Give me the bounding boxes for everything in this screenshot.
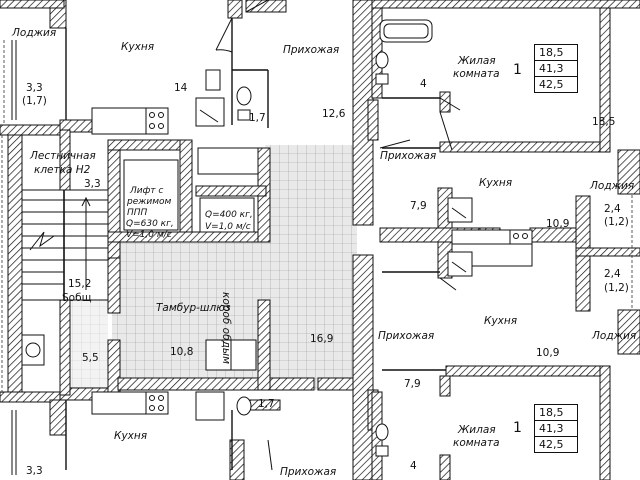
area-1-7-loggia: (1,7): [22, 95, 47, 107]
hall-label-top-left: Прихожая: [283, 44, 340, 56]
door-swings: [215, 0, 461, 471]
living-room-label-top-1: Жилая: [458, 55, 496, 67]
loggia-label-right-bottom: Лоджия: [592, 330, 637, 342]
area-14: 14: [174, 82, 188, 94]
lift1-label-1: Лифт с: [130, 186, 164, 196]
apt-top-total: 41,3: [535, 61, 577, 77]
lift2-label-1: Q=400 кг,: [205, 210, 253, 220]
loggia-label-top-left: Лоджия: [12, 27, 57, 39]
windows: [11, 40, 17, 475]
area-1-7-bottom: 1,7: [258, 398, 275, 410]
area-12-6: 12,6: [322, 108, 346, 120]
apt-bottom-living: 18,5: [535, 405, 577, 421]
kitchen-label-top-left: Кухня: [121, 41, 155, 53]
staircase: [21, 189, 109, 366]
area-1-2-a: (1,2): [604, 216, 629, 228]
area-10-9-top: 10,9: [546, 218, 570, 230]
stair-label-2: клетка Н2: [34, 164, 91, 176]
lift1-label-5: V=1,0 м/с: [126, 230, 172, 240]
living-room-label-bottom-1: Жилая: [458, 424, 496, 436]
area-10-9-bottom: 10,9: [536, 347, 560, 359]
lift-cabins: [123, 159, 255, 233]
area-2-4-b: 2,4: [604, 268, 621, 280]
area-5-5: 5,5: [82, 352, 99, 364]
bath-fixtures: [197, 19, 433, 457]
kitchen-counters: [91, 97, 533, 421]
area-4-top: 4: [420, 78, 427, 90]
living-room-label-top-2: комната: [453, 68, 500, 80]
kitchen-label-right-top: Кухня: [479, 177, 513, 189]
lift2-label-2: V=1,0 м/с: [205, 222, 251, 232]
hall-label-right-bottom: Прихожая: [378, 330, 435, 342]
apartment-table-top: 18,5 41,3 42,5: [534, 44, 578, 93]
apt-top-living: 18,5: [535, 45, 577, 61]
area-1-7-top: 1,7: [249, 112, 266, 124]
lift1-label-4: Q=630 кг,: [126, 219, 174, 229]
dashed-lines: [1, 40, 633, 395]
apartment-table-bottom: 18,5 41,3 42,5: [534, 404, 578, 453]
area-1-2-b: (1,2): [604, 282, 629, 294]
area-16-9: 16,9: [310, 333, 334, 345]
apt-top-with-loggia: 42,5: [539, 78, 564, 91]
corridor-tile-floor: [60, 145, 357, 390]
area-3-3-bottom: 3,3: [26, 465, 43, 477]
area-10-8: 10,8: [170, 346, 194, 358]
loggia-label-right-top: Лоджия: [590, 180, 635, 192]
apt-bottom-rooms: 1: [513, 420, 522, 436]
apt-bottom-with-loggia: 42,5: [539, 438, 564, 451]
lift1-label-2: режимом: [127, 197, 172, 207]
tambour-label: Тамбур-шлюз: [156, 302, 231, 314]
hall-label-bottom-left: Прихожая: [280, 466, 337, 478]
area-4-bottom: 4: [410, 460, 417, 472]
area-2-4-a: 2,4: [604, 203, 621, 215]
apt-top-rooms: 1: [513, 62, 522, 78]
kitchen-label-bottom-left: Кухня: [114, 430, 148, 442]
area-3-3-top: 3,3: [26, 82, 43, 94]
stair-label-1: Лестничная: [30, 150, 96, 162]
partitions: [65, 18, 446, 470]
shaft-label: короб обдым: [220, 292, 232, 365]
area-7-9-bottom: 7,9: [404, 378, 421, 390]
area-7-9-top: 7,9: [410, 200, 427, 212]
hall-label-right-top: Прихожая: [380, 150, 437, 162]
area-3-3-stair: 3,3: [84, 178, 101, 190]
area-18-5: 18,5: [592, 116, 616, 128]
apt-bottom-total: 41,3: [535, 421, 577, 437]
lift1-label-3: ППП: [127, 208, 148, 218]
area-total-label: Sобщ: [62, 292, 92, 304]
area-15-2: 15,2: [68, 278, 92, 290]
kitchen-label-right-bottom: Кухня: [484, 315, 518, 327]
living-room-label-bottom-2: комната: [453, 437, 500, 449]
